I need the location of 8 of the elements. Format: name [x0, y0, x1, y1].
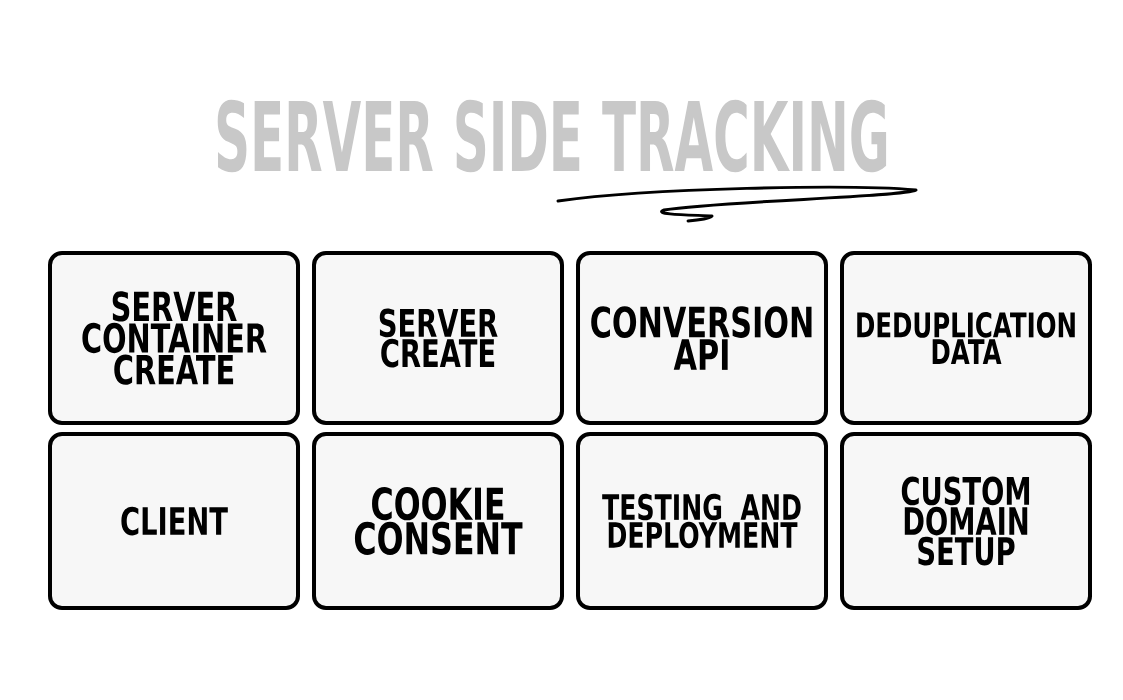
topic-card: TESTING AND DEPLOYMENT — [576, 432, 828, 610]
topic-card: DEDUPLICATION DATA — [840, 251, 1092, 425]
topic-card: CUSTOM DOMAIN SETUP — [840, 432, 1092, 610]
topic-card: CONVERSION API — [576, 251, 828, 425]
topic-card: CLIENT — [48, 432, 300, 610]
topic-card: SERVER CONTAINER CREATE — [48, 251, 300, 425]
topic-card: SERVER CREATE — [312, 251, 564, 425]
topic-card: COOKIE CONSENT — [312, 432, 564, 610]
